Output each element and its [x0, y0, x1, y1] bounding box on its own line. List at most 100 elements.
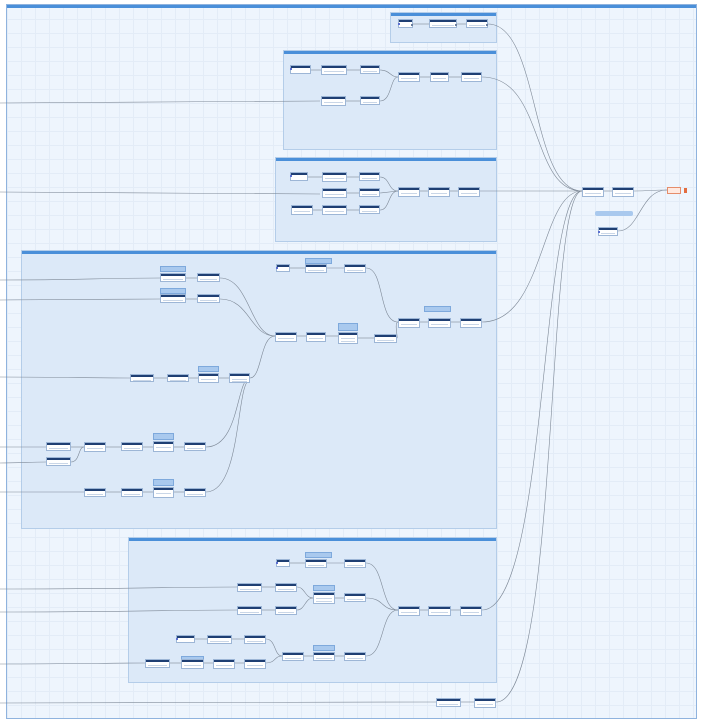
process-node[interactable] — [305, 264, 327, 273]
process-node[interactable] — [360, 65, 380, 74]
input-node[interactable] — [160, 294, 186, 303]
process-node[interactable] — [244, 659, 266, 669]
process-node[interactable] — [184, 442, 206, 451]
wire — [219, 298, 276, 337]
merge-node[interactable] — [398, 318, 420, 328]
group-header-bar — [22, 251, 496, 254]
process-node[interactable] — [359, 205, 380, 214]
input-node[interactable] — [436, 698, 461, 707]
concat-node[interactable] — [229, 373, 250, 383]
loader-node[interactable] — [398, 19, 413, 28]
process-node[interactable] — [428, 606, 451, 616]
input-port[interactable] — [276, 562, 278, 564]
process-node[interactable] — [344, 264, 366, 273]
process-node[interactable] — [474, 698, 496, 708]
process-node[interactable] — [344, 652, 366, 661]
process-node[interactable] — [184, 488, 206, 497]
concat-node[interactable] — [275, 332, 297, 342]
input-node[interactable] — [145, 659, 170, 668]
process-node[interactable] — [359, 188, 380, 197]
process-node[interactable] — [338, 332, 358, 344]
merge-node[interactable] — [398, 72, 420, 82]
process-node[interactable] — [207, 635, 232, 644]
input-port[interactable] — [176, 638, 178, 640]
input-port[interactable] — [598, 231, 600, 233]
output-port[interactable] — [486, 24, 488, 26]
process-node[interactable] — [306, 332, 326, 342]
process-node[interactable] — [428, 318, 451, 328]
input-node[interactable] — [237, 606, 262, 615]
wire — [0, 461, 47, 464]
process-node[interactable] — [153, 441, 174, 452]
input-node[interactable] — [598, 227, 618, 236]
process-node[interactable] — [167, 374, 189, 382]
process-node[interactable] — [121, 442, 143, 451]
process-node[interactable] — [313, 652, 335, 661]
wire — [379, 190, 399, 211]
process-node[interactable] — [612, 187, 634, 197]
process-node[interactable] — [244, 635, 266, 644]
concat-node[interactable] — [282, 652, 304, 661]
concat-node[interactable] — [313, 592, 335, 604]
process-node[interactable] — [84, 442, 106, 452]
process-node[interactable] — [305, 559, 327, 568]
loader-node[interactable] — [176, 635, 195, 643]
process-node[interactable] — [198, 373, 219, 383]
process-node[interactable] — [359, 172, 380, 181]
input-port[interactable] — [290, 68, 292, 70]
loader-node[interactable] — [290, 172, 308, 181]
input-port[interactable] — [276, 267, 278, 269]
wire — [0, 376, 131, 379]
input-node[interactable] — [46, 442, 71, 451]
output-node[interactable] — [460, 606, 482, 616]
output-port[interactable] — [411, 24, 413, 26]
input-node[interactable] — [291, 205, 313, 215]
process-node[interactable] — [321, 65, 347, 75]
final-output-node[interactable] — [667, 187, 681, 194]
wire — [487, 23, 583, 192]
input-node[interactable] — [84, 488, 106, 497]
output-node[interactable] — [466, 19, 488, 28]
process-node[interactable] — [197, 273, 220, 282]
process-node[interactable] — [322, 205, 347, 215]
merge-node[interactable] — [398, 187, 420, 197]
process-node[interactable] — [213, 659, 235, 669]
input-node[interactable] — [237, 583, 262, 592]
process-node[interactable] — [153, 487, 174, 498]
merge-node[interactable] — [398, 606, 420, 616]
process-node[interactable] — [181, 659, 204, 669]
loader-node[interactable] — [276, 264, 290, 272]
input-port[interactable] — [290, 175, 292, 177]
process-node[interactable] — [344, 559, 366, 568]
process-node[interactable] — [275, 606, 297, 615]
process-node[interactable] — [197, 294, 220, 303]
process-node[interactable] — [374, 334, 397, 343]
process-node[interactable] — [322, 188, 347, 198]
input-node[interactable] — [160, 273, 186, 282]
group-3[interactable] — [275, 157, 497, 242]
output-node[interactable] — [458, 187, 480, 197]
input-node[interactable] — [46, 457, 71, 466]
process-node[interactable] — [322, 172, 347, 182]
input-port[interactable] — [398, 23, 400, 25]
group-4[interactable] — [21, 250, 497, 529]
output-node[interactable] — [460, 318, 482, 328]
loader-node[interactable] — [290, 65, 311, 74]
group-2[interactable] — [283, 50, 497, 150]
wire — [379, 176, 399, 192]
output-port[interactable] — [455, 24, 457, 26]
loader-node[interactable] — [276, 559, 290, 567]
process-node[interactable] — [121, 488, 143, 497]
process-node[interactable] — [428, 187, 450, 197]
process-node[interactable] — [130, 374, 154, 382]
process-node[interactable] — [430, 72, 449, 82]
output-node[interactable] — [461, 72, 482, 82]
process-node[interactable] — [360, 96, 380, 105]
combine-node[interactable] — [582, 187, 604, 197]
process-node[interactable] — [344, 593, 366, 602]
wire — [0, 662, 146, 665]
process-node[interactable] — [275, 583, 297, 592]
process-node[interactable] — [321, 96, 346, 106]
process-node[interactable] — [429, 19, 457, 28]
